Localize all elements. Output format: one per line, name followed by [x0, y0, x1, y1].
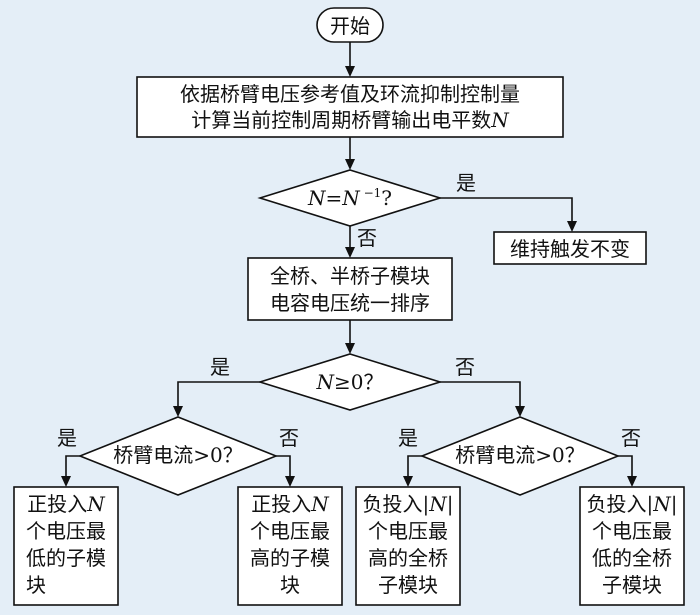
- output-positive-highest-line3: 高的子模: [250, 546, 330, 570]
- compute-level-line1: 依据桥臂电压参考值及环流抑制控制量: [180, 82, 520, 106]
- decision-left-yes-label: 是: [57, 426, 77, 450]
- maintain-trigger-label: 维持触发不变: [510, 237, 630, 261]
- decision1-no-label: 否: [357, 226, 377, 250]
- sort-voltage-line1: 全桥、半桥子模块: [270, 264, 430, 288]
- output-negative-lowest-line4: 子模块: [602, 573, 662, 597]
- output-positive-lowest-line4: 块: [26, 573, 46, 597]
- start-label: 开始: [330, 14, 370, 38]
- decision2-no-label: 否: [455, 355, 475, 379]
- sort-voltage-box: [247, 257, 453, 321]
- output-negative-lowest-line1: 负投入|N|: [587, 492, 678, 517]
- output-negative-highest-line3: 高的全桥: [368, 546, 448, 570]
- output-positive-highest-line4: 块: [280, 573, 300, 597]
- output-negative-lowest-line3: 低的全桥: [592, 546, 672, 570]
- decision-level-sign: [257, 353, 443, 411]
- decision-level-changed-label: N=N −1?: [307, 186, 392, 210]
- decision-level-sign-label: N≥0？: [316, 370, 384, 394]
- output-negative-highest-line1: 负投入|N|: [363, 492, 454, 517]
- maintain-trigger-box: [493, 231, 647, 265]
- output-positive-highest-line2: 个电压最: [250, 519, 330, 543]
- output-negative-lowest-box: [579, 486, 685, 606]
- output-negative-lowest-line2: 个电压最: [592, 519, 672, 543]
- output-positive-highest-box: [237, 486, 343, 606]
- output-negative-highest-line4: 子模块: [378, 573, 438, 597]
- decision-right-yes-label: 是: [398, 426, 418, 450]
- decision-current-left: [77, 416, 279, 496]
- decision-current-right-label: 桥臂电流>0？: [455, 443, 584, 467]
- output-negative-highest-line2: 个电压最: [368, 519, 448, 543]
- decision-current-left-label: 桥臂电流>0？: [113, 443, 242, 467]
- output-positive-lowest-line3: 低的子模: [26, 546, 106, 570]
- decision-right-no-label: 否: [621, 426, 641, 450]
- output-positive-lowest-line2: 个电压最: [26, 519, 106, 543]
- compute-level-line2: 计算当前控制周期桥臂输出电平数N: [191, 108, 510, 132]
- output-positive-lowest-box: [13, 486, 119, 606]
- sort-voltage-line2: 电容电压统一排序: [270, 291, 430, 315]
- decision1-yes-label: 是: [456, 171, 476, 195]
- decision-current-right: [419, 416, 621, 496]
- output-positive-highest-line1: 正投入N: [251, 492, 330, 516]
- decision2-yes-label: 是: [210, 355, 230, 379]
- output-positive-lowest-line1: 正投入N: [27, 492, 106, 516]
- compute-level-box: [136, 76, 564, 138]
- output-negative-highest-box: [355, 486, 461, 606]
- decision-left-no-label: 否: [279, 426, 299, 450]
